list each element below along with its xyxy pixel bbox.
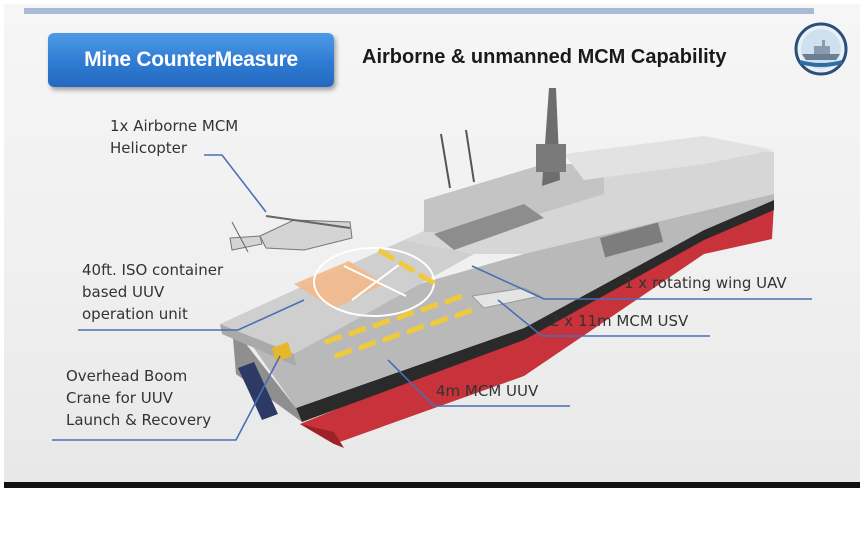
callout-container-line1: 40ft. ISO container xyxy=(82,261,224,279)
callout-container: 40ft. ISO container based UUV operation … xyxy=(82,259,223,325)
stern-ramp xyxy=(238,362,278,420)
callout-boom-line2: Crane for UUV xyxy=(66,389,173,407)
callout-helicopter-line2: Helicopter xyxy=(110,139,188,157)
leader-uuv xyxy=(387,359,570,407)
callout-container-line2: based UUV xyxy=(82,283,165,301)
title-badge: Mine CounterMeasure xyxy=(48,33,334,87)
uuv-array xyxy=(324,248,473,359)
callout-usv: 2 x 11m MCM USV xyxy=(550,312,689,330)
slide: Mine CounterMeasure Airborne & unmanned … xyxy=(4,4,860,482)
leader-uav xyxy=(471,265,812,300)
leader-usv xyxy=(497,299,710,337)
leader-container xyxy=(78,299,305,331)
callout-helicopter: 1x Airborne MCM Helicopter xyxy=(110,115,238,159)
callout-boom-line1: Overhead Boom xyxy=(66,367,188,385)
callout-container-line3: operation unit xyxy=(82,305,188,323)
boom-crane xyxy=(272,342,292,362)
top-accent-bar xyxy=(24,8,814,14)
headline: Airborne & unmanned MCM Capability xyxy=(362,46,727,68)
callout-boom: Overhead Boom Crane for UUV Launch & Rec… xyxy=(66,365,211,431)
callout-helicopter-line1: 1x Airborne MCM xyxy=(110,117,239,135)
leader-helicopter xyxy=(204,154,267,213)
slide-bottom-border xyxy=(4,482,860,488)
iso-container-area xyxy=(294,261,384,309)
usv-boat xyxy=(470,287,542,309)
ship-emblem-icon xyxy=(794,22,848,76)
callout-uuv: 4m MCM UUV xyxy=(436,382,539,400)
callout-boom-line3: Launch & Recovery xyxy=(66,411,212,429)
helicopter xyxy=(229,215,353,253)
callout-uav: 1 x rotating wing UAV xyxy=(624,274,787,292)
ship-illustration xyxy=(52,88,812,448)
leader-boom xyxy=(52,355,281,441)
